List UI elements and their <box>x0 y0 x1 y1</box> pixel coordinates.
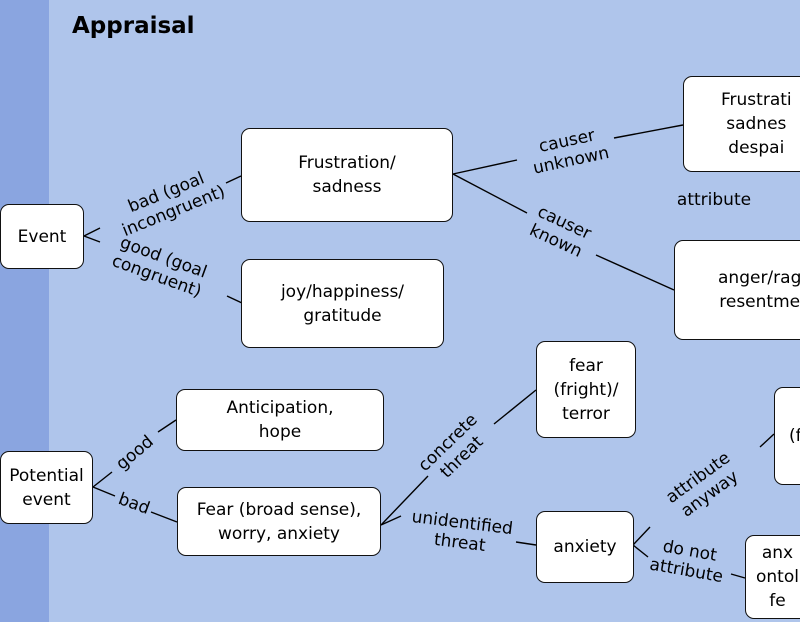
node-anticipation-hope: Anticipation, hope <box>176 389 384 451</box>
edge-anxiety-anyway <box>632 526 651 546</box>
edge-potential-bad <box>92 486 116 497</box>
node-joy-happiness-gratitude: joy/happiness/ gratitude <box>241 259 444 348</box>
edge-event-good <box>83 235 101 243</box>
edge-anyway-partial <box>759 433 775 448</box>
edge-unknown-despair <box>613 124 684 139</box>
node-potential-event: Potential event <box>0 451 93 524</box>
node-fear-broad: Fear (broad sense), worry, anxiety <box>177 487 381 556</box>
node-fear-fright-terror: fear (fright)/ terror <box>536 341 636 438</box>
page-title: Appraisal <box>72 13 195 39</box>
node-event: Event <box>0 204 84 269</box>
node-anxiety-ontological: anx ontol fe <box>745 535 800 619</box>
edge-concrete-fright <box>493 389 537 425</box>
edge-unidentified-anxiety <box>515 541 537 546</box>
node-frustration-sadness: Frustration/ sadness <box>241 128 453 222</box>
edge-anxiety-donot <box>632 544 649 558</box>
edge-potential-good <box>92 471 113 488</box>
edge-bad-fear <box>150 511 178 523</box>
edge-event-bad <box>83 227 101 237</box>
node-anger-resentment: anger/rag resentme <box>674 240 800 340</box>
edge-fear-unidentified <box>380 515 402 526</box>
label-attribute: attribute <box>676 190 752 210</box>
edge-frustration-unknown <box>452 159 518 175</box>
edge-frustration-known <box>452 173 528 214</box>
node-frustration-despair: Frustrati sadnes despai <box>683 76 800 172</box>
node-anxiety: anxiety <box>536 511 634 583</box>
edge-known-anger <box>595 254 675 291</box>
edge-fear-concrete <box>380 475 429 526</box>
edge-donot-anx <box>730 573 746 579</box>
edge-bad-frustration <box>225 175 242 184</box>
edge-good-anticipation <box>157 419 177 433</box>
edge-good-joy <box>226 295 243 304</box>
node-right-partial: (f <box>774 387 800 485</box>
